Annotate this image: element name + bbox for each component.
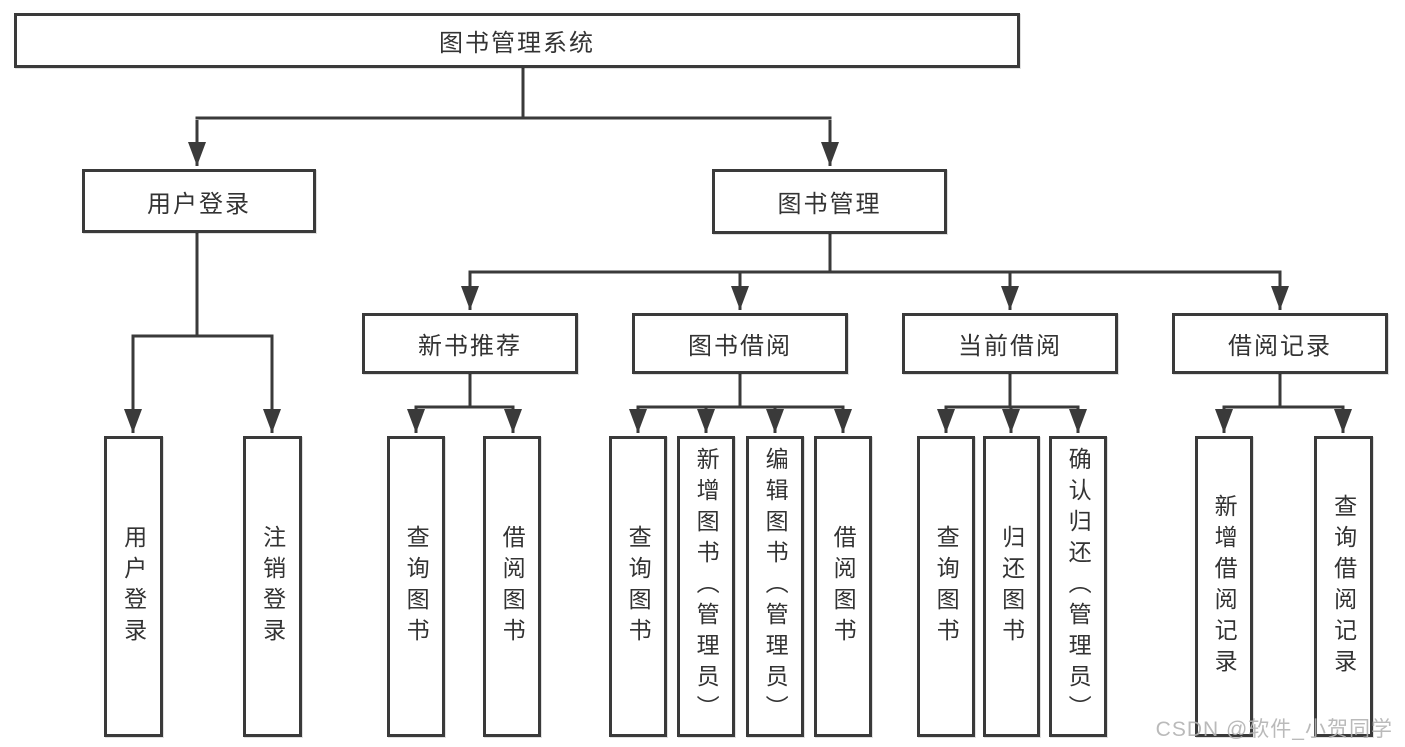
- leaf-add-books-admin: 新增图书（管理员）: [677, 436, 735, 737]
- node-book-management: 图书管理: [712, 169, 947, 234]
- leaf-user-login: 用户登录: [104, 436, 163, 737]
- leaf-borrow-books-recommend: 借阅图书: [483, 436, 541, 737]
- connector-segments: [131, 66, 1345, 409]
- node-new-book-recommend: 新书推荐: [362, 313, 578, 374]
- leaf-logout-login: 注销登录: [243, 436, 302, 737]
- leaf-add-borrow-record: 新增借阅记录: [1195, 436, 1253, 737]
- node-current-borrow: 当前借阅: [902, 313, 1118, 374]
- leaf-query-books-borrow: 查询图书: [609, 436, 667, 737]
- node-book-borrow: 图书借阅: [632, 313, 848, 374]
- leaf-return-books: 归还图书: [983, 436, 1040, 737]
- node-root-system: 图书管理系统: [14, 13, 1020, 68]
- leaf-query-borrow-record: 查询借阅记录: [1314, 436, 1373, 737]
- node-user-login: 用户登录: [82, 169, 316, 233]
- leaf-borrow-books: 借阅图书: [814, 436, 872, 737]
- leaf-confirm-return-admin: 确认归还（管理员）: [1049, 436, 1107, 737]
- node-borrow-records: 借阅记录: [1172, 313, 1388, 374]
- connector-arrows: [124, 120, 1352, 433]
- leaf-edit-books-admin: 编辑图书（管理员）: [746, 436, 804, 737]
- leaf-query-books-recommend: 查询图书: [387, 436, 445, 737]
- csdn-watermark: CSDN @软件_小贺同学: [1155, 718, 1393, 741]
- leaf-query-books-current: 查询图书: [917, 436, 975, 737]
